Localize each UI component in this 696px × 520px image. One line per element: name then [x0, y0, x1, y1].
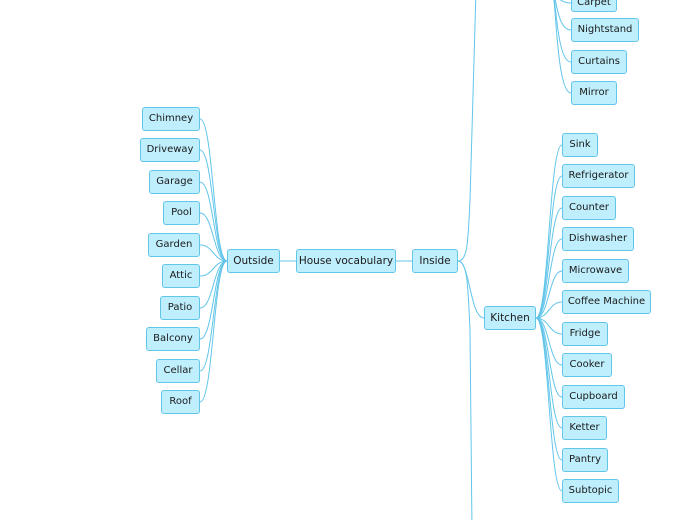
connector-outside-child [199, 181, 228, 262]
subtopic-garden[interactable]: Garden [148, 233, 200, 257]
subtopic-mirror[interactable]: Mirror [571, 81, 617, 105]
subtopic-roof[interactable]: Roof [161, 390, 200, 414]
subtopic-counter[interactable]: Counter [562, 196, 616, 220]
subtopic-subtopic[interactable]: Subtopic [562, 479, 619, 503]
subtopic-chimney[interactable]: Chimney [142, 107, 200, 131]
subtopic-coffee-machine[interactable]: Coffee Machine [562, 290, 651, 314]
subtopic-cooker[interactable]: Cooker [562, 353, 612, 377]
subtopic-garage[interactable]: Garage [149, 170, 200, 194]
topic-kitchen[interactable]: Kitchen [484, 306, 536, 330]
connector-outside-child [199, 260, 228, 372]
connector-kitchen-child [535, 317, 563, 461]
connector-bedroom-child [554, 0, 572, 31]
connector-kitchen-child [535, 238, 563, 319]
subtopic-dishwasher[interactable]: Dishwasher [562, 227, 634, 251]
subtopic-pool[interactable]: Pool [163, 201, 200, 225]
topic-outside[interactable]: Outside [227, 249, 280, 273]
connector-outside-child [199, 212, 228, 262]
connector-kitchen-child [535, 144, 563, 319]
subtopic-patio[interactable]: Patio [160, 296, 200, 320]
connector-kitchen-child [535, 270, 563, 319]
subtopic-carpet[interactable]: Carpet [571, 0, 617, 12]
connector-outside-child [199, 260, 228, 403]
connector-kitchen-child [535, 301, 563, 319]
connector-outside-child [199, 149, 228, 262]
topic-inside[interactable]: Inside [412, 249, 458, 273]
subtopic-pantry[interactable]: Pantry [562, 448, 608, 472]
subtopic-nightstand[interactable]: Nightstand [571, 18, 639, 42]
connector-inside-lower [457, 260, 473, 520]
subtopic-curtains[interactable]: Curtains [571, 50, 627, 74]
connector-inside-bedroom [457, 0, 477, 262]
subtopic-balcony[interactable]: Balcony [146, 327, 200, 351]
subtopic-cellar[interactable]: Cellar [156, 359, 200, 383]
connector-inside-kitchen [457, 260, 485, 319]
subtopic-ketter[interactable]: Ketter [562, 416, 607, 440]
connector-kitchen-child [535, 175, 563, 319]
connector-outside-child [199, 244, 228, 262]
subtopic-refrigerator[interactable]: Refrigerator [562, 164, 635, 188]
connector-bedroom-child [553, 0, 572, 63]
subtopic-microwave[interactable]: Microwave [562, 259, 629, 283]
subtopic-cupboard[interactable]: Cupboard [562, 385, 625, 409]
connector-bedroom-child [553, 0, 572, 94]
subtopic-driveway[interactable]: Driveway [140, 138, 200, 162]
connector-kitchen-child [535, 317, 563, 492]
connector-kitchen-child [535, 317, 563, 429]
connector-outside-child [199, 118, 228, 262]
subtopic-attic[interactable]: Attic [162, 264, 200, 288]
root-topic[interactable]: House vocabulary [296, 249, 396, 273]
connector-kitchen-child [535, 207, 563, 319]
connector-bedroom-child [560, 0, 572, 4]
subtopic-sink[interactable]: Sink [562, 133, 598, 157]
subtopic-fridge[interactable]: Fridge [562, 322, 608, 346]
